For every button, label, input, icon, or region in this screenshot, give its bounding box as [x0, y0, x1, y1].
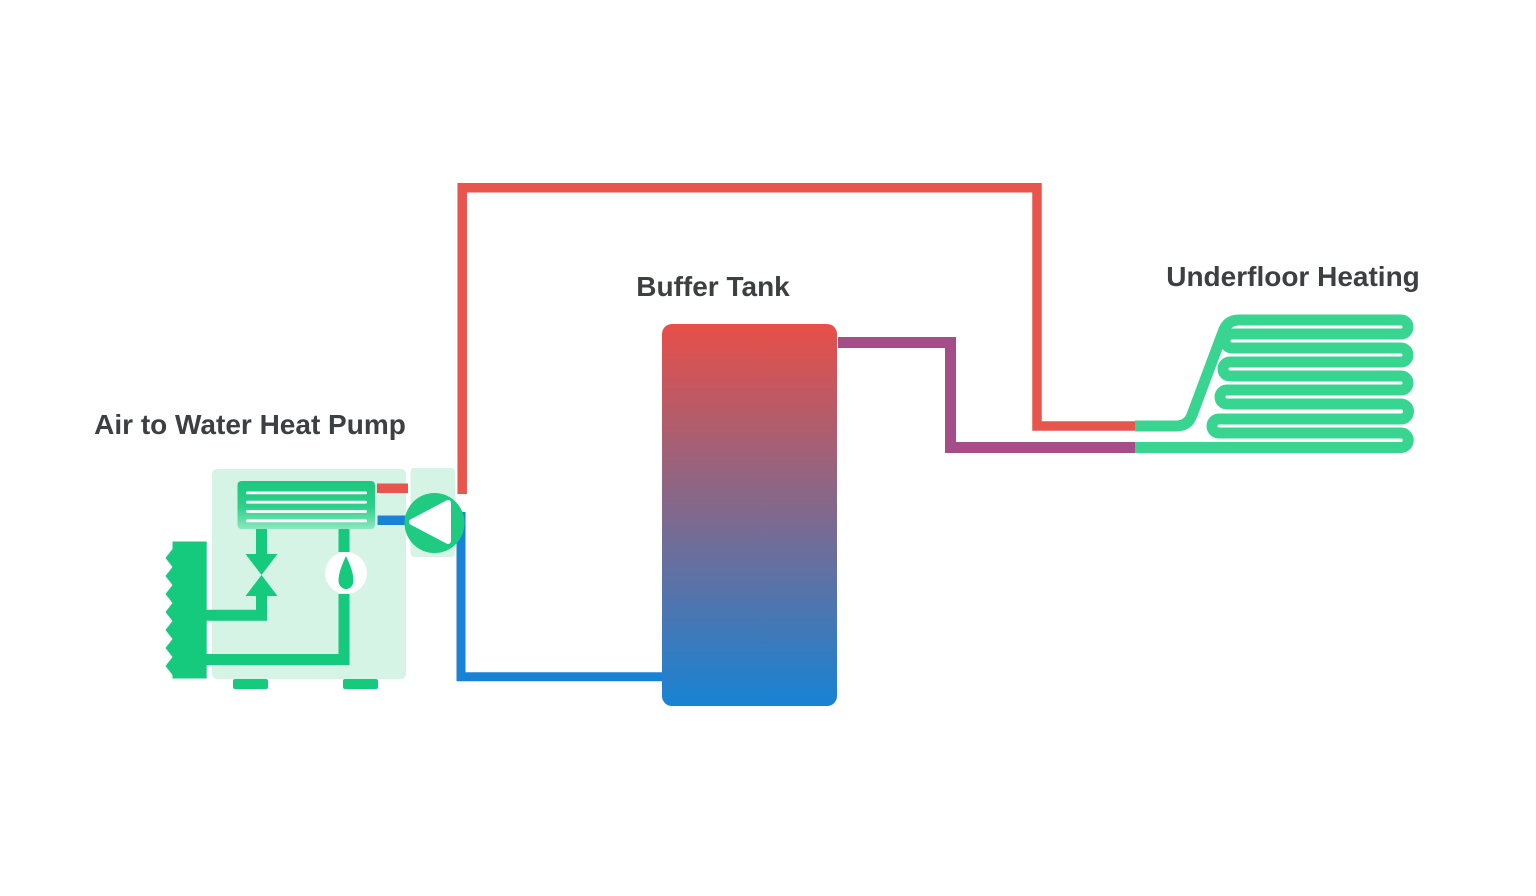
pipe-hot-supply — [457, 183, 1138, 494]
heat-exchanger-slat — [246, 519, 367, 523]
buffer-tank-body — [662, 324, 837, 706]
pipe-underfloor-return — [838, 337, 1138, 453]
heat-exchanger-slat — [246, 510, 367, 513]
heat-pump-unit — [165, 468, 455, 689]
heat-pump-label: Air to Water Heat Pump — [94, 409, 406, 440]
circulation-pump — [404, 493, 465, 553]
underfloor-coil — [1135, 314, 1414, 453]
unit-foot — [343, 679, 378, 689]
unit-foot — [233, 679, 268, 689]
cold-inlet-stub — [377, 515, 409, 525]
hot-outlet-stub — [377, 483, 408, 493]
refrigerant-pipe — [205, 592, 267, 621]
heat-exchanger-slat — [246, 491, 367, 495]
refrigerant-pipe — [205, 594, 350, 665]
heat-exchanger-slat — [246, 500, 367, 504]
underfloor-heating-label: Underfloor Heating — [1166, 261, 1420, 292]
pipe-cold-return — [456, 512, 665, 682]
evaporator-fins-icon — [165, 541, 207, 679]
pump-triangle-icon — [409, 500, 451, 544]
buffer-tank-label: Buffer Tank — [636, 271, 790, 302]
expansion-valve-icon — [245, 554, 278, 596]
compressor-drop-icon — [338, 556, 354, 589]
